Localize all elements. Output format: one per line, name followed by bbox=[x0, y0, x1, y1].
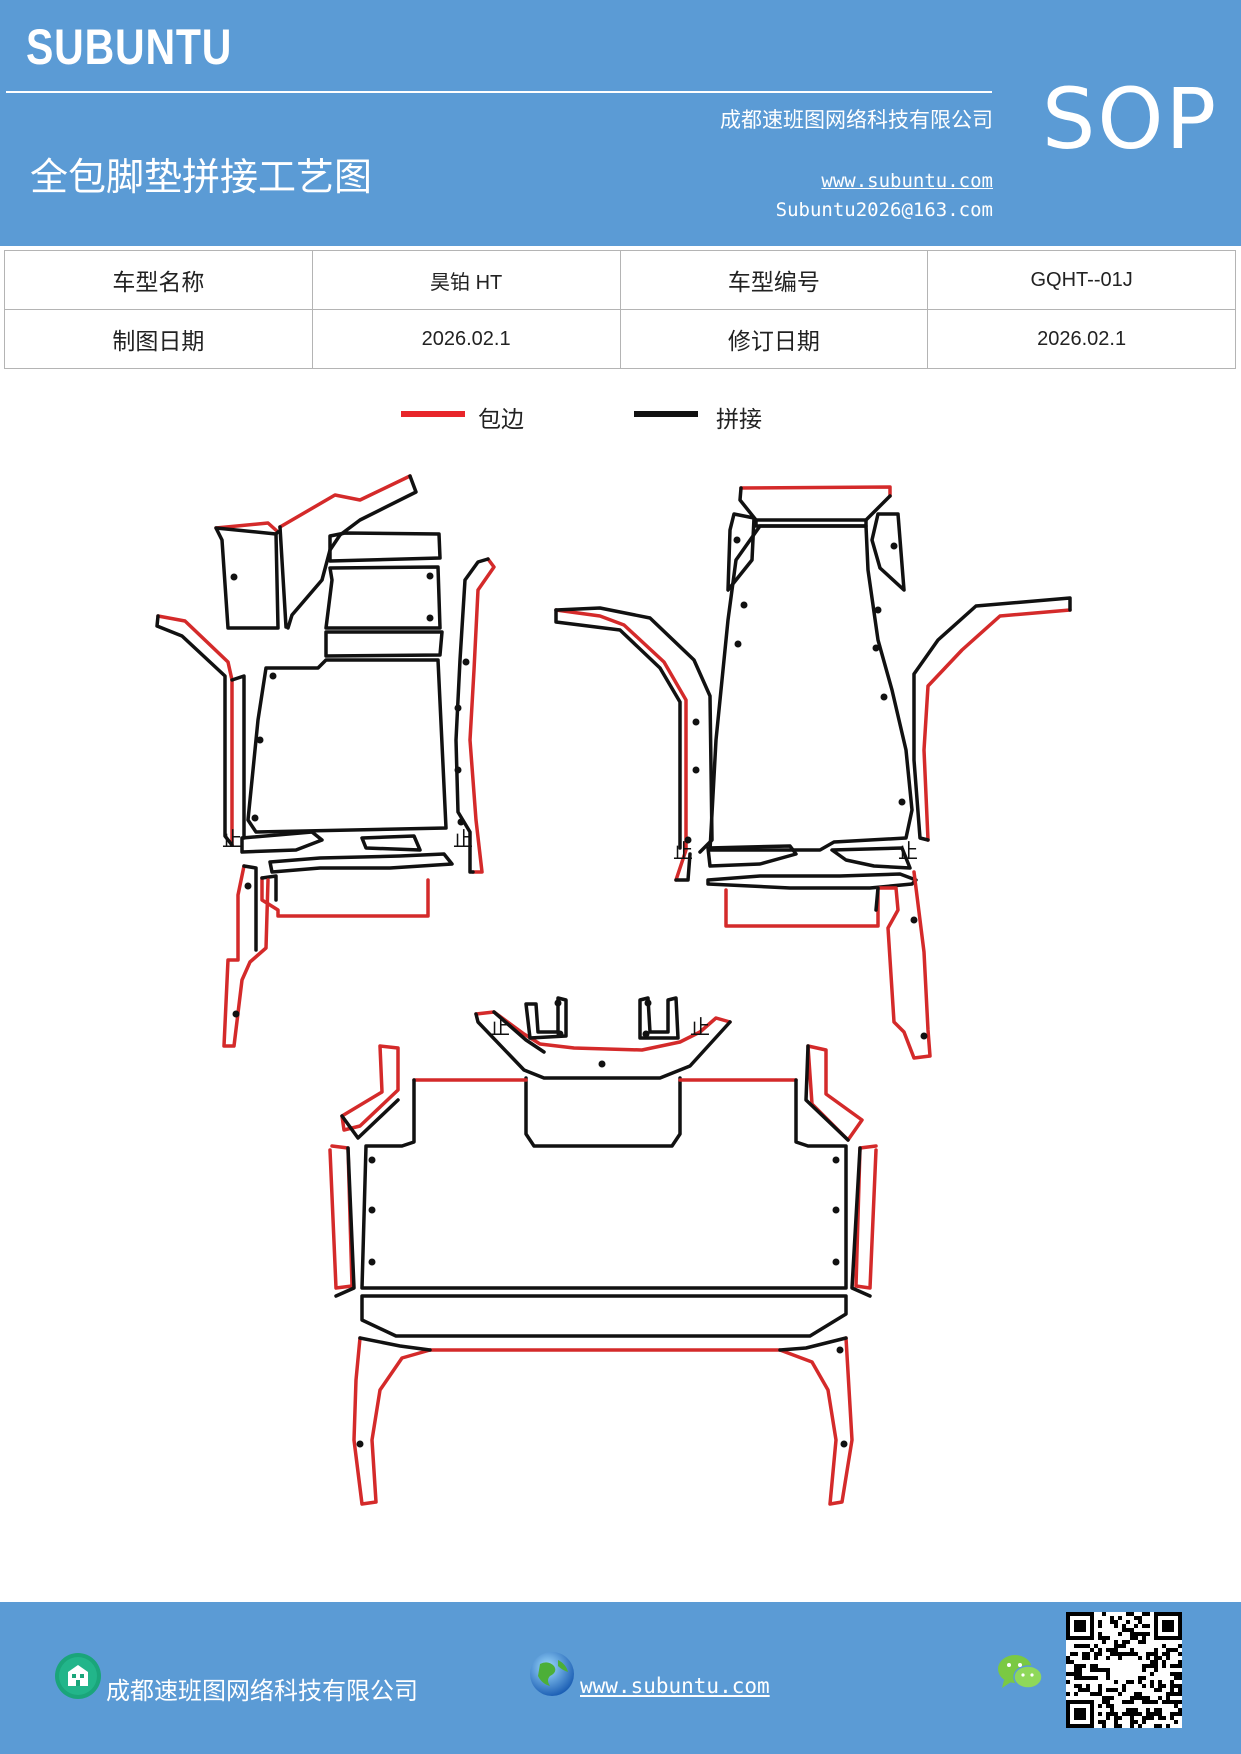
globe-icon bbox=[530, 1652, 574, 1696]
draw-date-label: 制图日期 bbox=[4, 309, 313, 369]
floor-mat-diagram: 止 止 bbox=[155, 474, 1072, 1506]
stop-mark: 止 bbox=[490, 1015, 510, 1039]
header-company-name: 成都速班图网络科技有限公司 bbox=[720, 108, 993, 132]
draw-date-value: 2026.02.1 bbox=[311, 309, 621, 369]
stop-mark: 止 bbox=[898, 839, 918, 863]
wechat-icon[interactable] bbox=[996, 1652, 1044, 1694]
rear-mat: 止 止 bbox=[328, 996, 878, 1506]
legend-binding-swatch bbox=[401, 411, 465, 417]
stop-mark: 止 bbox=[673, 839, 693, 863]
building-icon bbox=[55, 1653, 101, 1699]
revision-date-value: 2026.02.1 bbox=[927, 309, 1236, 369]
model-code-value: GQHT--01J bbox=[927, 250, 1236, 310]
revision-date-label: 修订日期 bbox=[619, 309, 929, 369]
stop-mark: 止 bbox=[222, 827, 242, 851]
stop-mark: 止 bbox=[690, 1015, 710, 1039]
passenger-mat: 止 止 bbox=[554, 485, 1072, 1060]
header-website-link[interactable]: www.subuntu.com bbox=[821, 170, 993, 192]
header-email: Subuntu2026@163.com bbox=[775, 199, 993, 221]
sop-badge: SOP bbox=[1042, 70, 1219, 168]
table-row: 制图日期 2026.02.1 修订日期 2026.02.1 bbox=[4, 309, 1236, 369]
model-code-label: 车型编号 bbox=[619, 250, 929, 310]
model-name-label: 车型名称 bbox=[4, 250, 313, 310]
footer-company-name: 成都速班图网络科技有限公司 bbox=[106, 1677, 418, 1705]
model-name-value: 昊铂 HT bbox=[311, 250, 621, 310]
vehicle-info-table: 车型名称 昊铂 HT 车型编号 GQHT--01J 制图日期 2026.02.1… bbox=[4, 250, 1236, 369]
legend-binding-label: 包边 bbox=[478, 407, 524, 433]
footer-banner: 成都速班图网络科技有限公司 www.subuntu.com bbox=[0, 1602, 1241, 1754]
qr-code bbox=[1066, 1612, 1182, 1728]
page-title: 全包脚垫拼接工艺图 bbox=[30, 155, 373, 199]
footer-website-link[interactable]: www.subuntu.com bbox=[580, 1674, 770, 1698]
legend: 包边 拼接 bbox=[0, 400, 1241, 440]
legend-seam-swatch bbox=[634, 411, 698, 417]
header-divider bbox=[6, 91, 992, 93]
legend-seam-label: 拼接 bbox=[716, 407, 762, 433]
qr-code-image bbox=[1066, 1612, 1182, 1728]
stop-mark: 止 bbox=[453, 827, 473, 851]
brand-logo: SUBUNTU bbox=[26, 19, 233, 75]
table-row: 车型名称 昊铂 HT 车型编号 GQHT--01J bbox=[4, 250, 1236, 310]
header-banner: SUBUNTU 成都速班图网络科技有限公司 全包脚垫拼接工艺图 www.subu… bbox=[0, 0, 1241, 246]
driver-mat: 止 止 bbox=[155, 474, 496, 1048]
